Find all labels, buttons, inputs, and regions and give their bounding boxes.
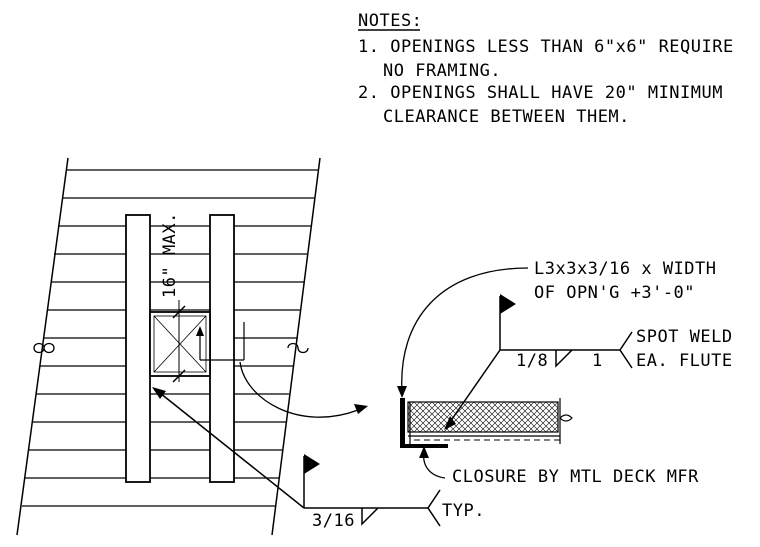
metal-deck-plan: 16" MAX. — [16, 157, 321, 536]
section-cut-marker — [196, 322, 245, 361]
spot-weld-line-2: EA. FLUTE — [636, 351, 733, 371]
detail-reference-leader — [239, 361, 359, 418]
note-1-line-1: 1. OPENINGS LESS THAN 6"x6" REQUIRE — [358, 37, 734, 57]
closure-callout-arrow — [419, 446, 429, 458]
section-detail — [397, 267, 573, 448]
section-break-symbol-left — [33, 342, 55, 354]
weld-arrow-line — [449, 349, 501, 423]
section-break-symbol-right — [287, 342, 309, 354]
field-weld-flag — [500, 294, 516, 314]
max-dimension: 16" MAX. — [160, 212, 186, 383]
concrete-deck-section — [407, 401, 559, 433]
fillet-size-label: 3/16 — [312, 511, 355, 531]
spot-weld-symbol: 1/8 1 SPOT WELD EA. FLUTE — [444, 294, 733, 430]
section-arrow-head — [196, 326, 204, 336]
steel-angle-profile — [400, 398, 448, 448]
angle-callout-arrow — [397, 386, 407, 398]
weld-arrow-head — [444, 416, 456, 430]
angle-callout-line-2: OF OPN'G +3'-0" — [534, 283, 695, 303]
angle-callout-line-1: L3x3x3/16 x WIDTH — [534, 259, 717, 279]
typ-weld-arrow-head — [152, 387, 166, 399]
dimension-tick-bottom — [172, 369, 186, 383]
note-2-line-1: 2. OPENINGS SHALL HAVE 20" MINIMUM — [358, 83, 723, 103]
dimension-tick-top — [172, 305, 186, 319]
notes-block: NOTES: 1. OPENINGS LESS THAN 6"x6" REQUI… — [358, 11, 734, 127]
weld-size-left: 1/8 — [516, 351, 548, 371]
typ-fillet-weld-symbol — [361, 507, 379, 526]
framing-angle-left — [125, 214, 151, 483]
note-1-line-2: NO FRAMING. — [383, 61, 501, 81]
detail-reference-arrow — [354, 404, 368, 414]
notes-heading: NOTES: — [358, 11, 422, 31]
deck-left-edge — [16, 157, 69, 536]
typ-field-weld-flag — [304, 454, 320, 474]
opening-x-line — [153, 315, 207, 373]
weld-tail — [619, 331, 633, 369]
deck-opening — [149, 311, 211, 377]
closure-label: CLOSURE BY MTL DECK MFR — [452, 467, 699, 487]
typ-label: TYP. — [442, 501, 485, 521]
typ-weld-arrow-line — [159, 392, 305, 509]
typ-weld-tail — [427, 489, 441, 527]
spot-weld-line-1: SPOT WELD — [636, 327, 733, 347]
typical-weld-symbol: 3/16 TYP. — [152, 387, 485, 531]
max-dimension-label: 16" MAX. — [160, 212, 180, 298]
note-2-line-2: CLEARANCE BETWEEN THEM. — [383, 107, 630, 127]
opening-inner-outline — [153, 315, 207, 373]
weld-size-right: 1 — [592, 351, 603, 371]
deck-ribs — [22, 169, 318, 507]
angle-callout-leader — [401, 267, 529, 393]
break-symbol-section — [559, 414, 573, 422]
deck-right-edge — [271, 157, 321, 536]
fillet-weld-symbol — [555, 349, 573, 368]
